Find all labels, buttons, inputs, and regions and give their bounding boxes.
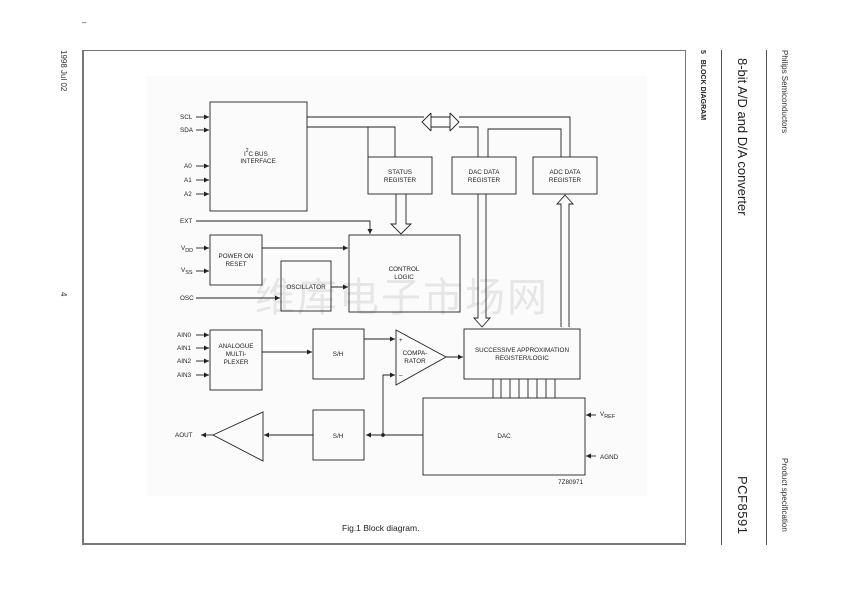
mux-label-2: MULTI-	[226, 351, 247, 358]
dac-data-register-block	[451, 156, 517, 195]
scl-label: SCL	[180, 114, 193, 121]
header-divider-inner	[721, 50, 722, 545]
dac-data-register-label-2: REGISTER	[468, 177, 501, 184]
watermark: 维库电子市场网	[255, 275, 549, 321]
i2c-label-line2: INTERFACE	[240, 158, 275, 165]
aout-label: AOUT	[175, 432, 193, 439]
header-divider-outer	[766, 50, 767, 545]
power-on-reset-label-2: RESET	[226, 261, 247, 268]
ain2-label: AIN2	[177, 358, 191, 365]
ext-label: EXT	[180, 218, 192, 225]
sar-to-adc-data-arrow	[555, 194, 575, 327]
dac-data-register-label-1: DAC DATA	[469, 169, 501, 176]
bus-arrow-right	[449, 112, 460, 132]
junction-dot	[381, 433, 385, 437]
ain0-label: AIN0	[177, 332, 191, 339]
vdd-label: VDD	[181, 245, 193, 254]
bus-line-bottom-right	[459, 126, 479, 157]
status-register-block	[367, 156, 433, 195]
output-buffer-amplifier	[211, 411, 264, 462]
oscillator-block	[280, 260, 332, 312]
oscillator-label: OSCILLATOR	[286, 284, 326, 291]
sar-logic-block	[463, 328, 581, 380]
sar-label-2: REGISTER/LOGIC	[495, 355, 549, 362]
comparator-label-2: RATOR	[404, 358, 426, 365]
a1-label: A1	[184, 177, 192, 184]
vss-label: VSS	[181, 267, 193, 276]
status-register-label-2: REGISTER	[384, 177, 417, 184]
osc-label: OSC	[180, 295, 194, 302]
status-register-label-1: STATUS	[388, 169, 412, 176]
ext-pin-line	[196, 220, 373, 234]
a0-label: A0	[184, 163, 192, 170]
output-sh-label: S/H	[333, 433, 344, 440]
adc-data-register-label-1: ADC DATA	[550, 169, 582, 176]
ain3-label: AIN3	[177, 372, 191, 379]
sda-label: SDA	[180, 127, 194, 134]
i2c-bus-interface-block	[209, 101, 308, 212]
figure-caption: Fig.1 Block diagram.	[342, 523, 420, 533]
power-on-reset-label-1: POWER ON	[219, 253, 254, 260]
a2-label: A2	[184, 191, 192, 198]
control-logic-block	[348, 234, 461, 313]
footer-mark: –	[82, 18, 87, 27]
figure-frame	[82, 50, 686, 545]
power-on-reset-block	[209, 234, 263, 286]
bus-line-top-right	[459, 116, 571, 157]
comparator-triangle	[395, 329, 447, 386]
dac-block	[422, 397, 586, 476]
comparator-label-1: COMPA-	[403, 350, 428, 357]
agnd-label: AGND	[600, 454, 619, 461]
dac-data-to-sar-arrow	[472, 194, 492, 328]
mux-label-3: PLEXER	[224, 359, 249, 366]
ain1-label: AIN1	[177, 345, 191, 352]
dac-feedback-to-comparator	[382, 372, 395, 435]
sar-label-1: SUCCESSIVE APPROXIMATION	[475, 347, 569, 354]
status-to-control-arrow	[389, 194, 413, 235]
vref-label: VREF	[600, 411, 616, 420]
analogue-multiplexer-block	[209, 329, 263, 391]
input-sh-label: S/H	[333, 351, 344, 358]
comparator-minus: –	[399, 372, 403, 379]
adc-data-register-label-2: REGISTER	[549, 177, 582, 184]
diagram-background	[147, 76, 647, 496]
adc-data-register-block	[532, 156, 598, 195]
sar-to-dac-bus	[492, 379, 556, 398]
control-logic-label-1: CONTROL	[389, 266, 420, 273]
input-sample-hold-block	[312, 328, 365, 380]
i2c-label-line1: I2C BUS	[244, 148, 268, 158]
comparator-plus: +	[399, 337, 403, 344]
bus-adc-loop	[487, 128, 562, 157]
mux-label-1: ANALOGUE	[219, 343, 254, 350]
dac-label: DAC	[497, 433, 511, 440]
figure-code: 7Z80971	[558, 479, 583, 486]
control-logic-label-2: LOGIC	[394, 274, 414, 281]
bus-line-bottom-left	[307, 126, 396, 157]
bus-arrow-left	[421, 112, 432, 132]
